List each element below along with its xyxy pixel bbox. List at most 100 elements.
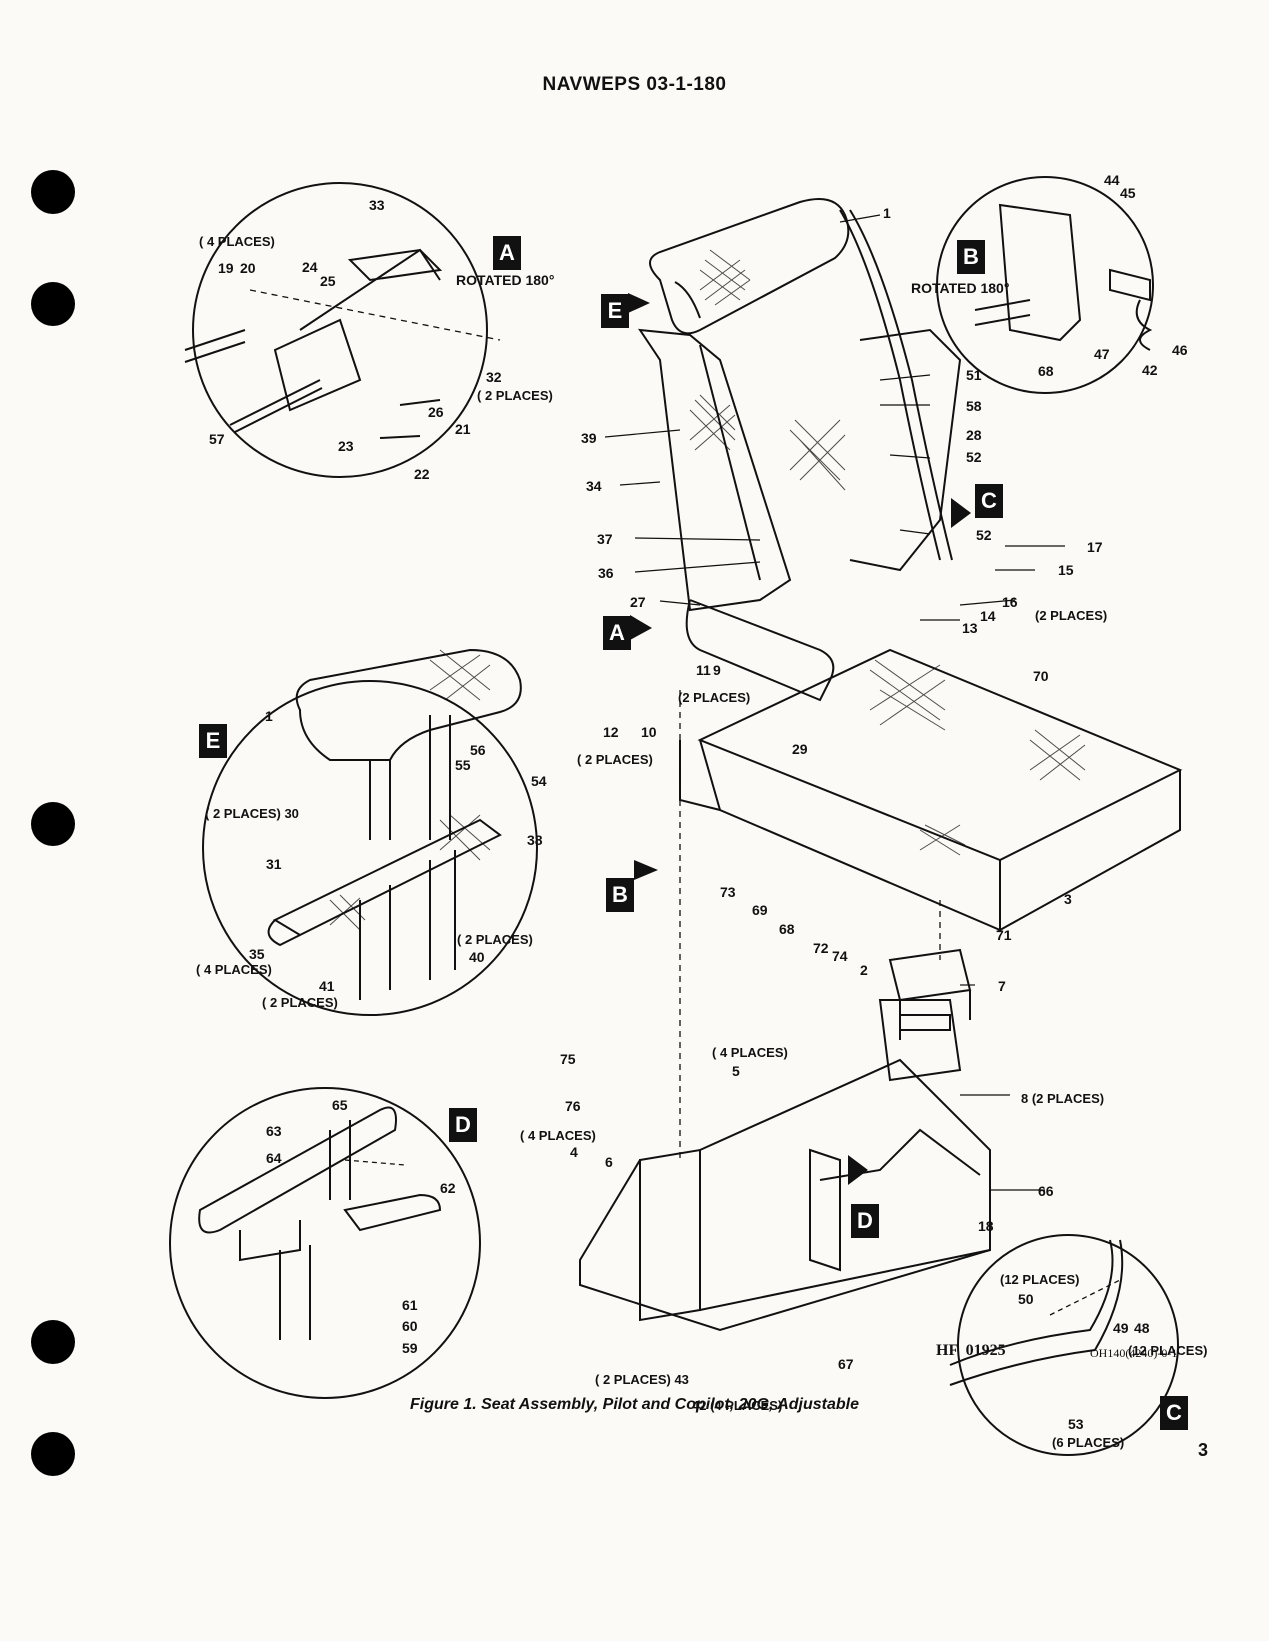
part-label: 57 [209, 431, 225, 447]
part-label: 74 [832, 948, 848, 964]
part-label: 27 [630, 594, 646, 610]
page-header: NAVWEPS 03-1-180 [542, 74, 727, 95]
part-label: 3 [1064, 891, 1072, 907]
detail-circle-e [202, 680, 538, 1016]
part-label: 15 [1058, 562, 1074, 578]
part-label: 22 [414, 466, 430, 482]
callout-e-main: E [601, 294, 629, 328]
part-label: 60 [402, 1318, 418, 1334]
detail-circle-b [936, 176, 1154, 394]
part-label: 40 [469, 949, 485, 965]
places-label: (12 PLACES) [1128, 1343, 1208, 1358]
part-label: 19 [218, 260, 234, 276]
part-label: 7 [998, 978, 1006, 994]
places-label: (2 PLACES) [678, 690, 751, 705]
part-label: 61 [402, 1297, 418, 1313]
part-label: 32 [486, 369, 502, 385]
places-label: ( 2 PLACES) 30 [205, 806, 299, 821]
part-label: 14 [980, 608, 996, 624]
binder-hole-1 [31, 170, 75, 214]
part-label: 29 [792, 741, 808, 757]
places-label: ( 4 PLACES) [520, 1128, 596, 1143]
part-label: 6 [605, 1154, 613, 1170]
part-label: 76 [565, 1098, 581, 1114]
part-label: 64 [266, 1150, 282, 1166]
places-label: ( 2 PLACES) [477, 388, 553, 403]
part-label: 67 [838, 1356, 854, 1372]
part-label: 47 [1094, 346, 1110, 362]
places-label: ( 2 PLACES) [457, 932, 533, 947]
callout-a-detail: A [493, 236, 521, 270]
part-label: 65 [332, 1097, 348, 1113]
part-label: 12 [603, 724, 619, 740]
figure-caption: Figure 1. Seat Assembly, Pilot and Copil… [410, 1396, 859, 1413]
places-label: ( 2 PLACES) 43 [595, 1372, 689, 1387]
part-label: 69 [752, 902, 768, 918]
part-label: 54 [531, 773, 547, 789]
part-label: 41 [319, 978, 335, 994]
part-label: 23 [338, 438, 354, 454]
part-label: 58 [966, 398, 982, 414]
binder-hole-4 [31, 1320, 75, 1364]
part-label: 44 [1104, 172, 1120, 188]
part-label: 2 [860, 962, 868, 978]
part-label: 4 [570, 1144, 578, 1160]
part-label: 17 [1087, 539, 1103, 555]
part-label: 56 [470, 742, 486, 758]
part-label: 25 [320, 273, 336, 289]
part-label: 75 [560, 1051, 576, 1067]
places-label: ( 2 PLACES) [262, 995, 338, 1010]
part-label: 24 [302, 259, 318, 275]
part-label: 71 [996, 927, 1012, 943]
part-label: 1 [883, 205, 891, 221]
part-label: 42 [1142, 362, 1158, 378]
part-label: 50 [1018, 1291, 1034, 1307]
part-label: 38 [527, 832, 543, 848]
rotated-note-b: ROTATED 180° [911, 280, 1010, 296]
part-label: 9 [713, 662, 721, 678]
places-label: ( 4 PLACES) [196, 962, 272, 977]
part-label: 48 [1134, 1320, 1150, 1336]
page-number: 3 [1198, 1440, 1209, 1460]
callout-c-detail: C [1160, 1396, 1188, 1430]
part-label: 13 [962, 620, 978, 636]
part-label: 34 [586, 478, 602, 494]
part-label: 5 [732, 1063, 740, 1079]
callout-b-main: B [606, 878, 634, 912]
binder-hole-5 [31, 1432, 75, 1476]
part-label: 73 [720, 884, 736, 900]
part-label: 52 [976, 527, 992, 543]
detail-circle-d [169, 1087, 481, 1399]
part-label: 28 [966, 427, 982, 443]
detail-circle-c [957, 1234, 1179, 1456]
part-label: 53 [1068, 1416, 1084, 1432]
part-label: 20 [240, 260, 256, 276]
part-label: 66 [1038, 1183, 1054, 1199]
part-label: 62 [440, 1180, 456, 1196]
part-label: 45 [1120, 185, 1136, 201]
part-label: 37 [597, 531, 613, 547]
binder-hole-3 [31, 802, 75, 846]
part-label: 70 [1033, 668, 1049, 684]
part-label: 63 [266, 1123, 282, 1139]
callout-d-main: D [851, 1204, 879, 1238]
callout-d-detail: D [449, 1108, 477, 1142]
part-label: 18 [978, 1218, 994, 1234]
places-label: (6 PLACES) [1052, 1435, 1125, 1450]
figure-code: HF 01925 [936, 1342, 1006, 1359]
part-label: 35 [249, 946, 265, 962]
part-label: 10 [641, 724, 657, 740]
part-label: 33 [369, 197, 385, 213]
part-label: 36 [598, 565, 614, 581]
part-label: 1 [265, 708, 273, 724]
figure-subcode: OH140(4240)-0-1 [1090, 1346, 1178, 1360]
part-label: 16 [1002, 594, 1018, 610]
part-label: 31 [266, 856, 282, 872]
part-label: 46 [1172, 342, 1188, 358]
places-label: 8 (2 PLACES) [1021, 1091, 1105, 1106]
part-label: 39 [581, 430, 597, 446]
places-label: ( 4 PLACES) [712, 1045, 788, 1060]
places-label: (12 PLACES) [1000, 1272, 1080, 1287]
part-label: 11 [696, 662, 711, 678]
